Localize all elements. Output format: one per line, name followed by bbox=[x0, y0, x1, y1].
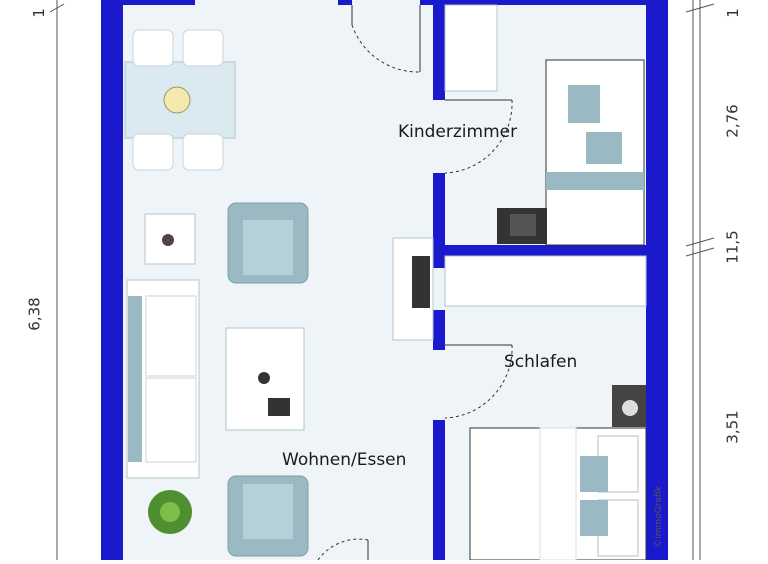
inner-wall-lower bbox=[433, 310, 445, 350]
dimension-left-top: 1 bbox=[29, 8, 48, 18]
kids-desk bbox=[497, 208, 547, 244]
dimension-lines bbox=[49, 0, 715, 560]
dimension-right-sleep: 3,51 bbox=[723, 410, 742, 444]
tablet-icon bbox=[268, 398, 290, 416]
wardrobe bbox=[444, 255, 647, 307]
tv-stand bbox=[392, 237, 434, 341]
doors bbox=[317, 5, 513, 561]
top-wall-mid bbox=[338, 0, 352, 5]
armchair bbox=[227, 475, 309, 557]
double-bed bbox=[469, 427, 647, 561]
wall-kids-sleep bbox=[433, 245, 658, 256]
walls bbox=[101, 0, 668, 560]
plant-icon bbox=[148, 490, 192, 534]
room-label-wohnen-essen: Wohnen/Essen bbox=[282, 450, 407, 470]
outer-wall-left bbox=[101, 0, 123, 560]
sofa bbox=[126, 279, 200, 479]
dimension-right-top: 1 bbox=[723, 8, 742, 18]
room-label-kinderzimmer: Kinderzimmer bbox=[398, 122, 518, 142]
dining-chair bbox=[132, 29, 224, 171]
coffee-table bbox=[225, 327, 305, 431]
inner-wall-bottom bbox=[433, 420, 445, 560]
top-wall-right bbox=[420, 0, 668, 5]
side-table bbox=[144, 213, 196, 265]
dining-table bbox=[124, 29, 236, 171]
nightstand bbox=[612, 385, 646, 427]
inner-wall-upper bbox=[433, 0, 445, 100]
dimension-right-wall: 11,5 bbox=[723, 230, 742, 264]
armchair bbox=[227, 202, 309, 284]
fruit-bowl-icon bbox=[163, 86, 191, 114]
watermark: ©immoGrafik bbox=[653, 486, 664, 548]
top-wall-left bbox=[101, 0, 195, 5]
wardrobe bbox=[444, 4, 498, 92]
inner-wall-middle bbox=[433, 173, 445, 268]
room-label-schlafen: Schlafen bbox=[504, 352, 578, 372]
kids-bed bbox=[545, 59, 645, 246]
dimension-left-total: 6,38 bbox=[25, 297, 44, 331]
outer-wall-right bbox=[646, 0, 668, 560]
dimension-right-kids: 2,76 bbox=[723, 104, 742, 138]
